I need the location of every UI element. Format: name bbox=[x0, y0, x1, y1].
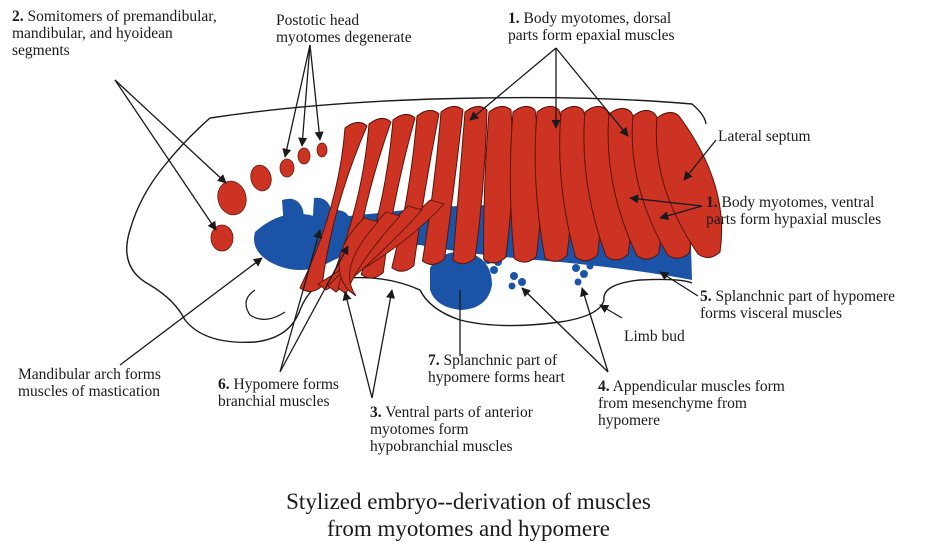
label-mandibular-arch: Mandibular arch forms muscles of mastica… bbox=[18, 366, 161, 400]
label-dorsal-myotomes: 1. Body myotomes, dorsal parts form epax… bbox=[508, 10, 675, 44]
label-branchial-muscles: 6. Hypomere forms branchial muscles bbox=[218, 376, 339, 410]
label-postotic: Postotic head myotomes degenerate bbox=[276, 12, 412, 46]
label-somitomeres: 2. Somitomers of premandibular, mandibul… bbox=[12, 8, 217, 59]
label-limb-bud: Limb bud bbox=[624, 328, 685, 345]
label-visceral-muscles: 5. Splanchnic part of hypomere forms vis… bbox=[700, 288, 895, 322]
pharynx-outline bbox=[246, 290, 285, 319]
label-appendicular-muscles: 4. Appendicular muscles form from mesenc… bbox=[598, 378, 785, 429]
caption: Stylized embryo--derivation of muscles f… bbox=[0, 488, 937, 542]
label-heart: 7. Splanchnic part of hypomere forms hea… bbox=[428, 352, 565, 386]
label-ventral-myotomes: 1. Body myotomes, ventral parts form hyp… bbox=[706, 194, 881, 228]
label-lateral-septum: Lateral septum bbox=[718, 128, 811, 145]
myotome bbox=[484, 106, 513, 262]
label-hypobranchial-muscles: 3. Ventral parts of anterior myotomes fo… bbox=[370, 404, 533, 455]
